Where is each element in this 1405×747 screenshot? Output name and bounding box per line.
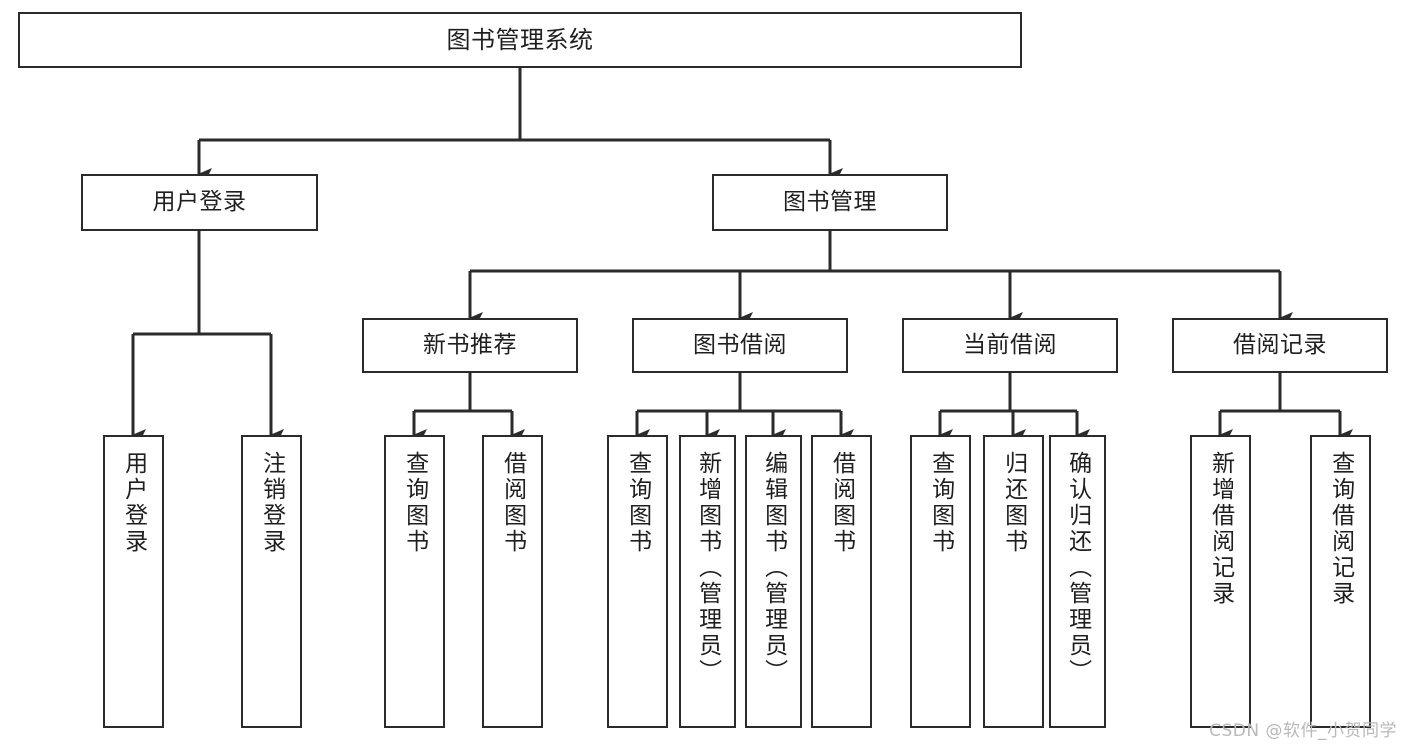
leaf-node-8: 查询图书 [910, 435, 971, 728]
node-label: 查询图书 [927, 451, 954, 555]
leaf-node-0: 用户登录 [103, 435, 164, 728]
leaf-node-10: 确认归还（管理员） [1049, 435, 1106, 728]
node-label: 当前借阅 [963, 331, 1057, 358]
leaf-node-3: 借阅图书 [482, 435, 543, 728]
leaf-node-2: 查询图书 [384, 435, 445, 728]
node-label: 注销登录 [258, 451, 285, 555]
level2-node-1: 图书管理 [712, 174, 948, 231]
node-label: 编辑图书（管理员） [760, 451, 787, 685]
node-label: 查询借阅记录 [1327, 451, 1354, 607]
node-label: 新增图书（管理员） [694, 451, 721, 685]
node-label: 图书管理 [783, 188, 877, 215]
node-label: 查询图书 [624, 451, 651, 555]
node-label: 借阅图书 [828, 451, 855, 555]
level2-node-0: 用户登录 [81, 174, 318, 231]
leaf-node-6: 编辑图书（管理员） [745, 435, 802, 728]
root-node: 图书管理系统 [18, 12, 1022, 68]
node-label: 借阅记录 [1233, 331, 1327, 358]
level3-node-1: 图书借阅 [632, 318, 848, 373]
leaf-node-12: 查询借阅记录 [1310, 435, 1371, 728]
node-label: 用户登录 [152, 188, 247, 215]
leaf-node-11: 新增借阅记录 [1190, 435, 1251, 728]
leaf-node-1: 注销登录 [241, 435, 302, 728]
leaf-node-5: 新增图书（管理员） [679, 435, 736, 728]
leaf-node-4: 查询图书 [607, 435, 668, 728]
level3-node-0: 新书推荐 [362, 318, 578, 373]
csdn-watermark: CSDN @软件_小贺同学 [1209, 721, 1397, 741]
node-label: 新书推荐 [423, 331, 517, 358]
leaf-node-9: 归还图书 [983, 435, 1044, 728]
node-label: 新增借阅记录 [1207, 451, 1234, 607]
level3-node-3: 借阅记录 [1172, 318, 1388, 373]
leaf-node-7: 借阅图书 [811, 435, 872, 728]
node-label: 确认归还（管理员） [1064, 451, 1091, 685]
node-label: 图书管理系统 [446, 25, 594, 54]
level3-node-2: 当前借阅 [902, 318, 1118, 373]
node-label: 用户登录 [120, 451, 147, 555]
node-label: 查询图书 [401, 451, 428, 555]
node-label: 借阅图书 [499, 451, 526, 555]
node-label: 归还图书 [1000, 451, 1027, 555]
node-label: 图书借阅 [693, 331, 787, 358]
